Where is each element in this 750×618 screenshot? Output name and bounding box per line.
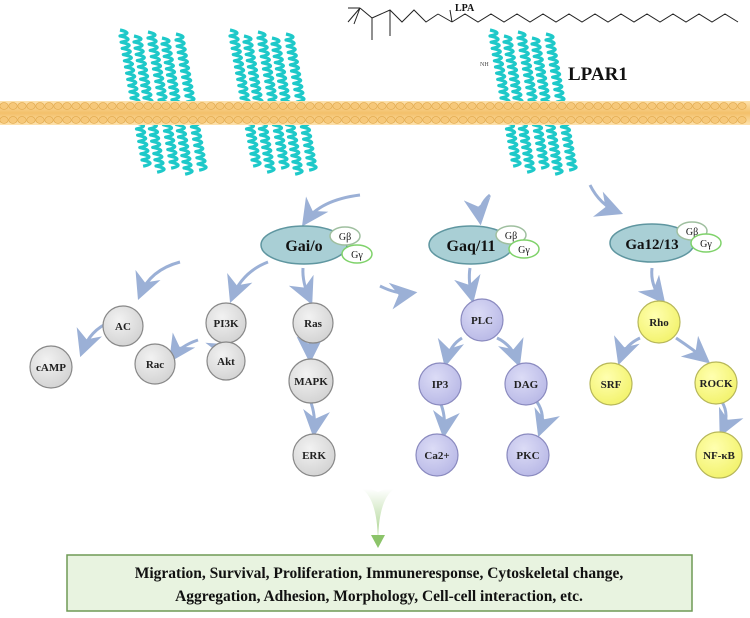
g-protein-gq: Gaq/11 Gβ Gγ	[428, 225, 540, 265]
g1213-gamma-label: Gγ	[700, 239, 712, 250]
g1213-alpha-label: Ga12/13	[625, 237, 678, 253]
node-plc-label: PLC	[471, 315, 493, 327]
g-protein-g1213: Ga12/13 Gβ Gγ	[609, 221, 722, 263]
node-ras-label: Ras	[304, 318, 322, 330]
node-rho-label: Rho	[649, 317, 669, 329]
node-ac-label: AC	[115, 321, 131, 333]
node-plc: PLC	[460, 298, 504, 342]
node-ip3: IP3	[418, 362, 462, 406]
node-pi3k-label: PI3K	[213, 318, 239, 330]
gio-gamma-label: Gγ	[351, 250, 363, 261]
node-dag-label: DAG	[514, 379, 539, 391]
g1213-beta-label: Gβ	[686, 227, 698, 238]
node-akt: Akt	[206, 341, 246, 381]
lpa-label: LPA	[455, 3, 475, 14]
node-erk: ERK	[292, 433, 336, 477]
node-pkc-label: PKC	[516, 450, 539, 462]
node-mapk: MAPK	[288, 358, 334, 404]
node-rac: Rac	[134, 343, 176, 385]
node-erk-label: ERK	[302, 450, 326, 462]
small-mark: NH	[480, 62, 489, 68]
node-dag: DAG	[504, 362, 548, 406]
outcome-line-1: Migration, Survival, Proliferation, Immu…	[135, 565, 624, 582]
node-rac-label: Rac	[146, 359, 164, 371]
g-protein-gio: Gai/o Gβ Gγ	[260, 225, 373, 265]
gq-alpha-label: Gaq/11	[447, 238, 496, 255]
outcome-line-2: Aggregation, Adhesion, Morphology, Cell-…	[175, 588, 583, 605]
gio-alpha-label: Gai/o	[285, 238, 322, 255]
node-ras: Ras	[292, 302, 334, 344]
convergence-arrow	[362, 488, 394, 548]
node-pkc: PKC	[506, 433, 550, 477]
node-srf-label: SRF	[601, 379, 622, 391]
outcome-box: Migration, Survival, Proliferation, Immu…	[66, 554, 693, 612]
pathway-arrows	[76, 260, 744, 439]
node-camp: cAMP	[29, 345, 73, 389]
node-rock: ROCK	[694, 361, 738, 405]
node-nfkb-label: NF-κB	[703, 450, 735, 462]
node-camp-label: cAMP	[36, 362, 66, 374]
node-akt-label: Akt	[217, 356, 235, 368]
gq-gamma-label: Gγ	[518, 245, 530, 256]
node-pi3k: PI3K	[205, 302, 247, 344]
node-mapk-label: MAPK	[294, 376, 328, 388]
node-nfkb: NF-κB	[695, 431, 743, 479]
receptor-label: LPAR1	[568, 64, 628, 85]
cell-membrane	[0, 101, 750, 125]
node-ca: Ca2+	[415, 433, 459, 477]
node-ac: AC	[102, 305, 144, 347]
node-srf: SRF	[589, 362, 633, 406]
node-ip3-label: IP3	[432, 379, 449, 391]
gio-beta-label: Gβ	[339, 232, 351, 243]
gq-beta-label: Gβ	[505, 231, 517, 242]
node-rock-label: ROCK	[700, 378, 733, 390]
node-ca-label: Ca2+	[424, 450, 449, 462]
membrane-arrows	[301, 184, 624, 227]
lpa-molecule	[347, 7, 739, 40]
node-rho: Rho	[637, 300, 681, 344]
